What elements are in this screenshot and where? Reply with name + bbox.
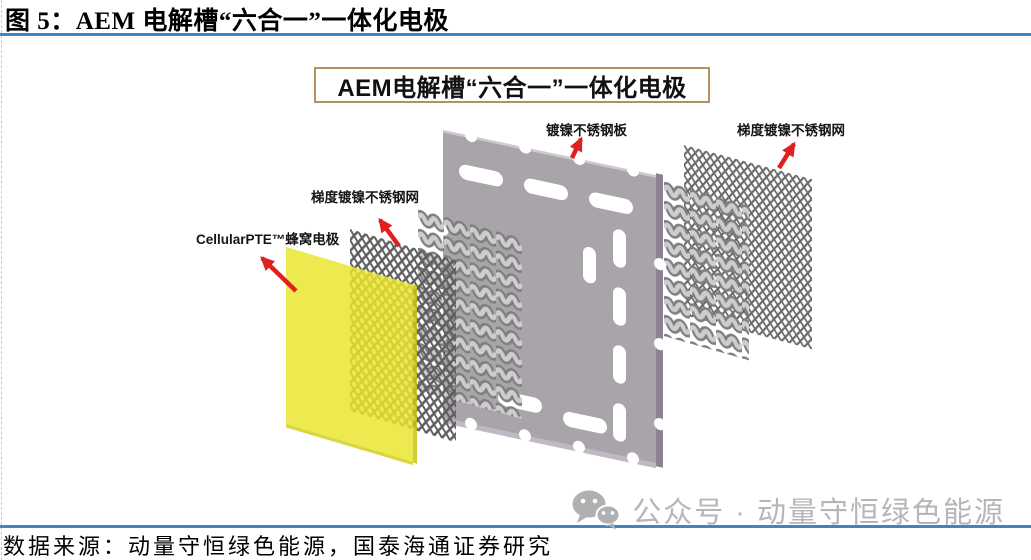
bottom-rule (0, 525, 1031, 528)
watermark-text: 公众号 · 动量守恒绿色能源 (632, 497, 1005, 529)
diagram-title: AEM电解槽“六合一”一体化电极 (314, 67, 710, 103)
label-gradient-mesh-front: 梯度镀镍不锈钢网 (311, 190, 419, 205)
top-rule (0, 33, 1031, 36)
arrow-cellular (260, 256, 298, 293)
wavy-mesh-back (664, 180, 749, 361)
arrow-plate (569, 136, 584, 159)
watermark: 公众号 · 动量守恒绿色能源 (570, 489, 1005, 531)
label-cellular-pte: CellularPTE™蜂窝电极 (196, 232, 340, 247)
plate-slots (437, 129, 666, 465)
arrow-mesh-front (378, 217, 401, 248)
label-gradient-mesh-back: 梯度镀镍不锈钢网 (737, 123, 845, 138)
label-nickel-plate: 镀镍不锈钢板 (546, 123, 627, 138)
figure-title: 图 5：AEM 电解槽“六合一”一体化电极 (5, 8, 449, 35)
table-left-border (1, 0, 2, 560)
annotation-arrows (260, 136, 796, 293)
arrow-mesh-back (777, 141, 796, 170)
data-source: 数据来源：动量守恒绿色能源，国泰海通证券研究 (3, 534, 554, 559)
honeycomb-electrode (286, 246, 417, 466)
wechat-icon (572, 490, 621, 530)
